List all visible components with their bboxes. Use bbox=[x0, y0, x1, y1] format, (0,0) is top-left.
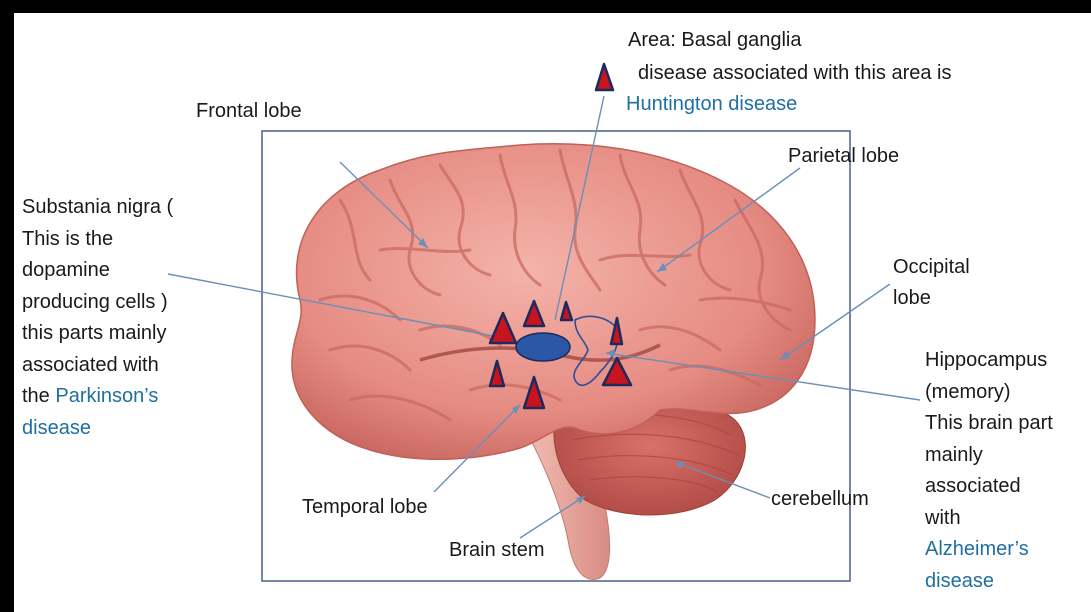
basal-ganglia-oval bbox=[516, 333, 570, 361]
sn-line-3: dopamine bbox=[22, 255, 173, 287]
occipital-lobe-label: Occipital lobe bbox=[893, 252, 970, 314]
sn-line-6: associated with bbox=[22, 350, 173, 382]
parkinsons-text: Parkinson’s bbox=[55, 385, 158, 407]
sn-line-7: the Parkinson’s bbox=[22, 381, 173, 413]
occipital-line-1: Occipital bbox=[893, 252, 970, 283]
basal-ganglia-label: Area: Basal ganglia bbox=[628, 28, 801, 53]
hc-line-3: This brain part bbox=[925, 408, 1053, 440]
brain-stem-label: Brain stem bbox=[449, 538, 545, 563]
hc-line-6: with bbox=[925, 503, 1053, 535]
sn-line-2: This is the bbox=[22, 224, 173, 256]
hc-line-1: Hippocampus bbox=[925, 345, 1053, 377]
occipital-line-2: lobe bbox=[893, 283, 970, 314]
basal-ganglia-disease-line: disease associated with this area is bbox=[638, 61, 952, 86]
hc-line-5: associated bbox=[925, 471, 1053, 503]
sn-line-5: this parts mainly bbox=[22, 318, 173, 350]
sn-line-1: Substania nigra ( bbox=[22, 192, 173, 224]
temporal-lobe-label: Temporal lobe bbox=[302, 495, 428, 520]
cerebellum-label: cerebellum bbox=[771, 487, 869, 512]
substantia-nigra-label: Substania nigra ( This is the dopamine p… bbox=[22, 192, 173, 444]
basal-ganglia-title: Area: Basal ganglia bbox=[628, 28, 801, 53]
parkinsons-disease-text: disease bbox=[22, 413, 173, 445]
alzheimers-text: Alzheimer’s bbox=[925, 534, 1053, 566]
frontal-lobe-label: Frontal lobe bbox=[196, 99, 302, 124]
sn-line-4: producing cells ) bbox=[22, 287, 173, 319]
hc-line-2: (memory) bbox=[925, 377, 1053, 409]
alzheimers-disease-text: disease bbox=[925, 566, 1053, 598]
hc-line-4: mainly bbox=[925, 440, 1053, 472]
huntington-disease-text: Huntington disease bbox=[626, 92, 797, 117]
sn-prefix: the bbox=[22, 385, 55, 407]
hippocampus-label: Hippocampus (memory) This brain part mai… bbox=[925, 345, 1053, 597]
parietal-lobe-label: Parietal lobe bbox=[788, 144, 899, 169]
marker-basal-ganglia bbox=[596, 64, 613, 90]
